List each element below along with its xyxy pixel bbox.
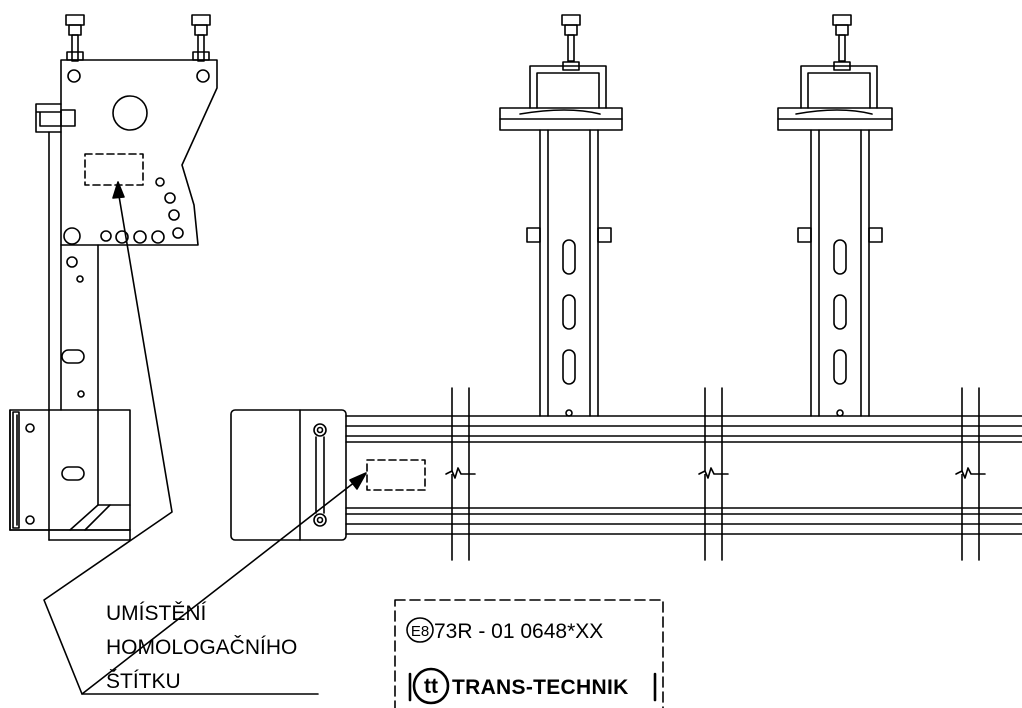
callout-label: UMÍSTĚNÍ HOMOLOGAČNÍHO ŠTÍTKU: [106, 602, 297, 693]
main-rail: [230, 387, 1022, 561]
homologation-number: 73R - 01 0648*XX: [434, 620, 603, 643]
plate-text: E8 73R - 01 0648*XX tt TRANS-TECHNIK: [411, 620, 629, 699]
tt-logo-circle: [412, 667, 450, 705]
e-mark-circle: [406, 617, 434, 643]
callout-line-3: ŠTÍTKU: [106, 670, 181, 693]
bolt-left-b: [191, 14, 211, 62]
callout-line-1: UMÍSTĚNÍ: [106, 602, 207, 625]
callout-leaders: [43, 181, 367, 695]
side-view-bracket: [9, 14, 218, 541]
upright-post-1: [499, 14, 623, 417]
callout-line-2: HOMOLOGAČNÍHO: [106, 636, 297, 659]
tt-logo-text: tt: [424, 675, 438, 698]
homologation-plate: [394, 599, 664, 708]
brand-name: TRANS-TECHNIK: [452, 676, 629, 699]
break-line-1: [445, 387, 476, 561]
break-line-2: [698, 387, 729, 561]
e-mark-text: E8: [411, 623, 429, 640]
upright-post-2: [777, 14, 893, 417]
break-line-3: [955, 387, 986, 561]
bolt-left-a: [65, 14, 85, 62]
